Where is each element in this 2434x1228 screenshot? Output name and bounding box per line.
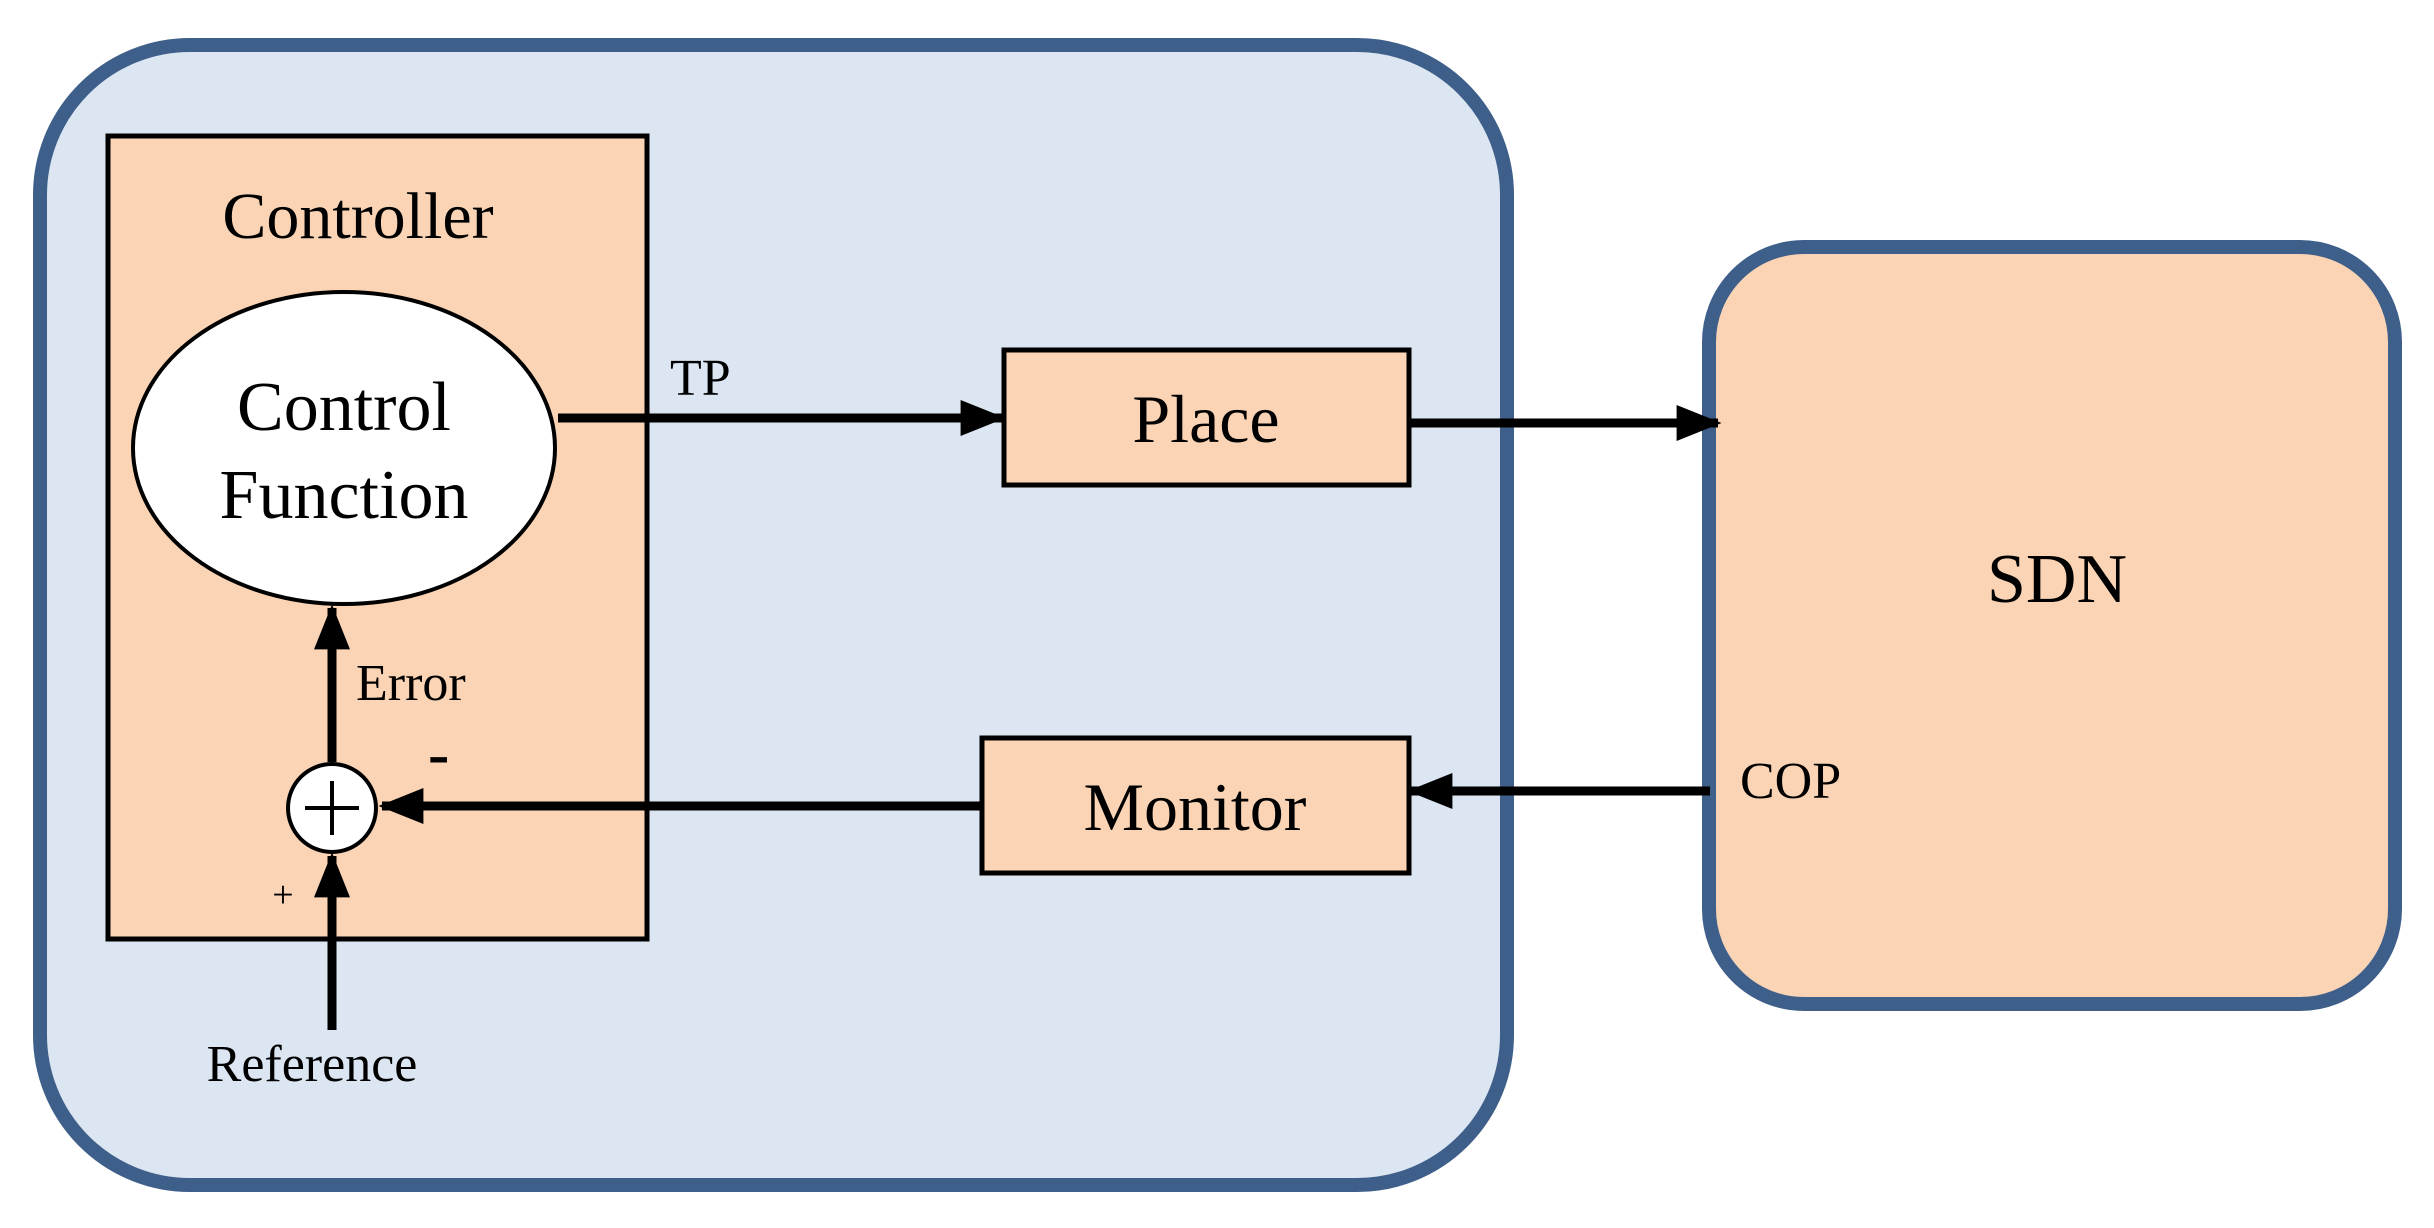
control-function-label-line1: Control bbox=[237, 369, 451, 446]
controller-label: Controller bbox=[222, 180, 493, 253]
sdn-label: SDN bbox=[1987, 541, 2127, 618]
error-label: Error bbox=[356, 655, 466, 712]
plus-sign: + bbox=[272, 874, 293, 916]
control-function-ellipse bbox=[131, 290, 557, 606]
minus-sign: - bbox=[428, 718, 449, 789]
cop-label: COP bbox=[1740, 753, 1841, 810]
summing-junction bbox=[286, 762, 378, 854]
sdn-block bbox=[1702, 240, 2402, 1011]
monitor-label: Monitor bbox=[1084, 769, 1307, 845]
reference-label: Reference bbox=[207, 1036, 418, 1093]
tp-label: TP bbox=[670, 350, 731, 407]
control-function-label-line2: Function bbox=[220, 457, 469, 534]
place-box bbox=[1001, 347, 1412, 488]
monitor-box bbox=[979, 735, 1412, 876]
place-label: Place bbox=[1132, 381, 1279, 457]
